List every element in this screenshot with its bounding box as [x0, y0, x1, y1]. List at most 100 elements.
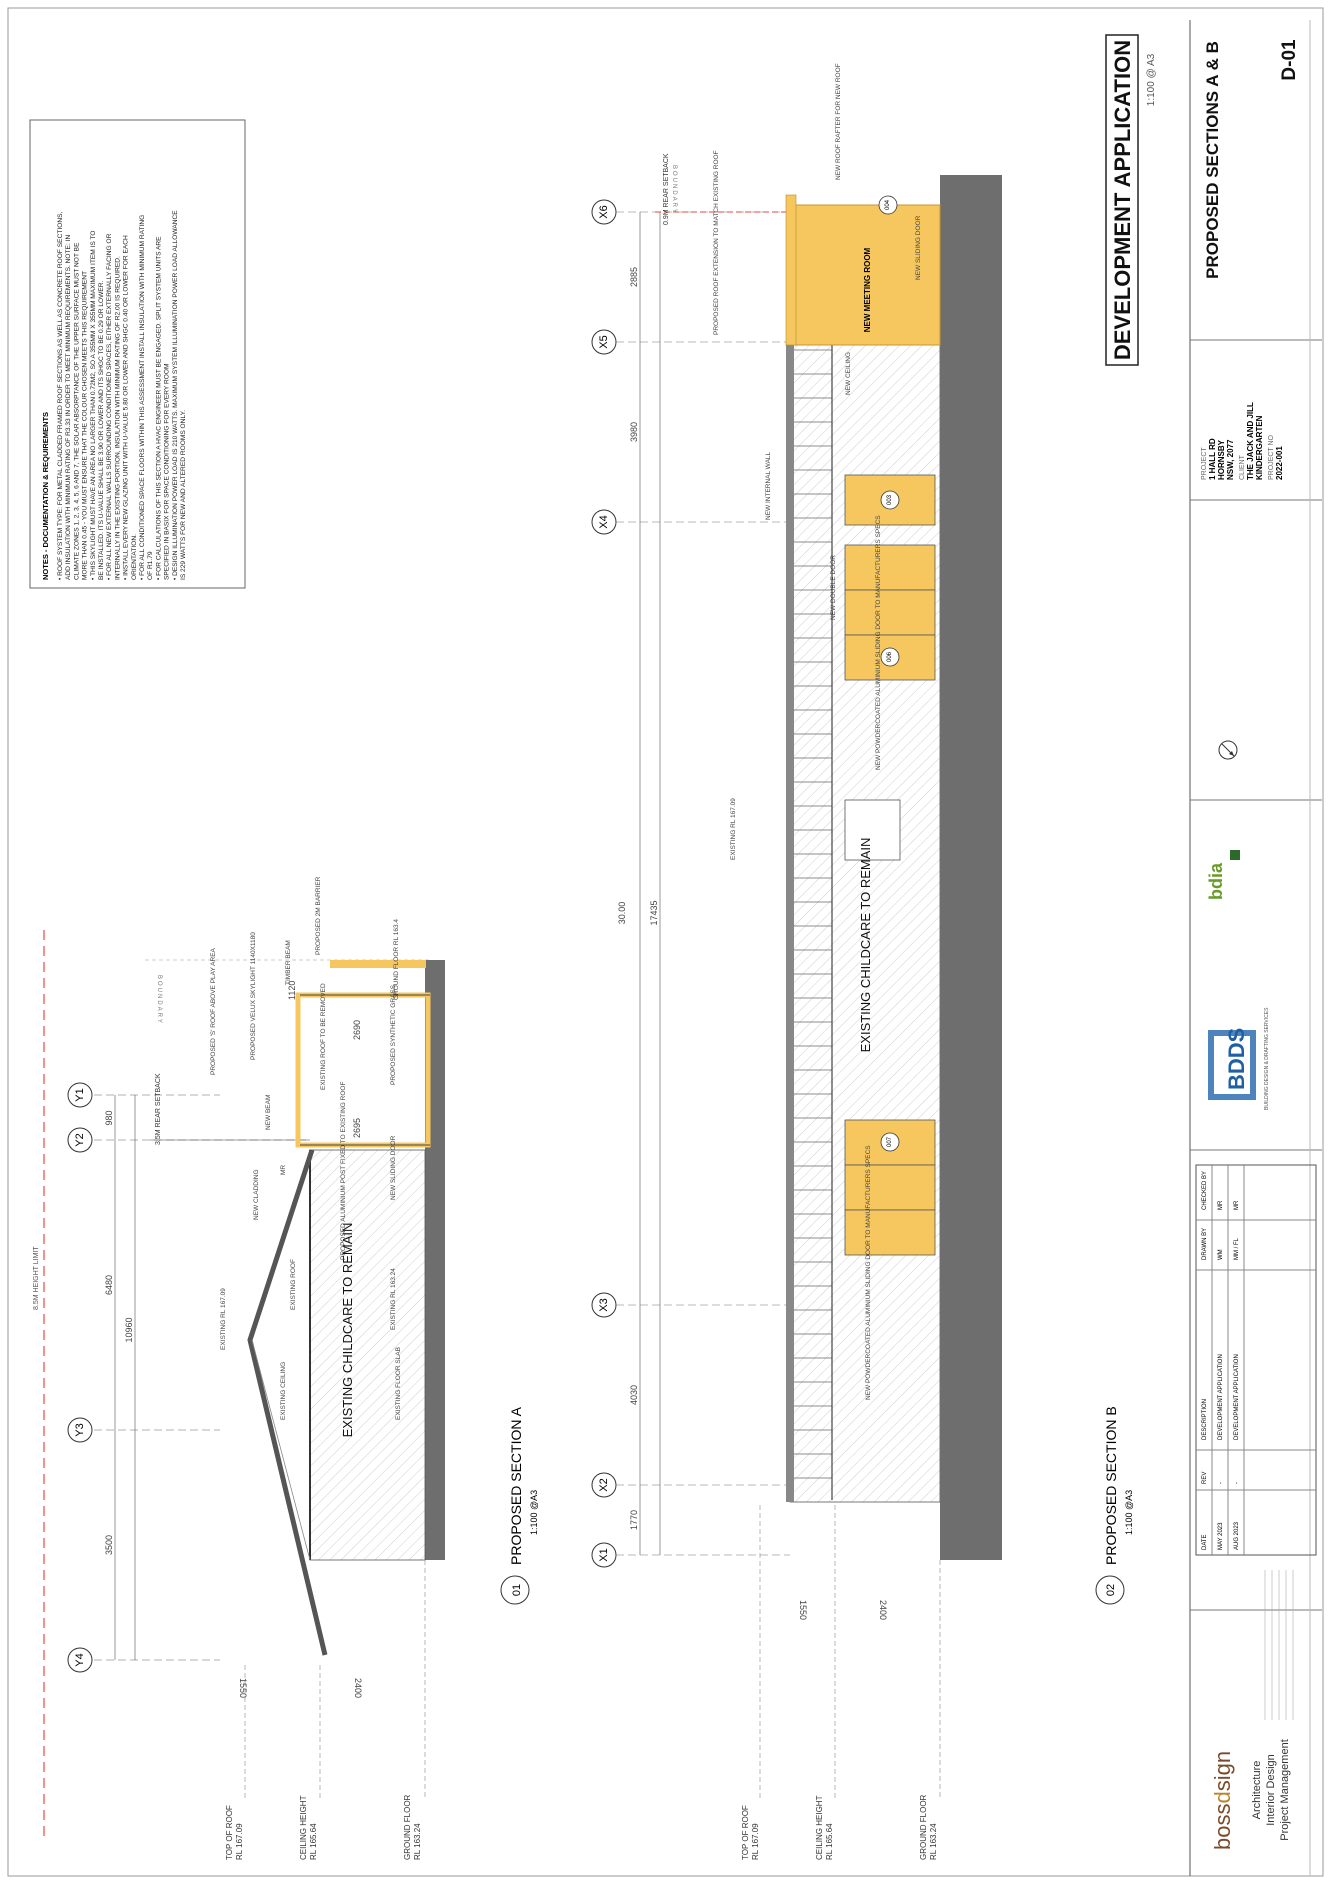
rev-row-2-drawn: MM / FL — [1234, 1237, 1240, 1260]
notes-heading: NOTES - DOCUMENTATION & REQUIREMENTS — [41, 412, 50, 580]
logo-text-boss: boss — [1210, 1804, 1235, 1850]
section-b-ground — [940, 175, 1002, 1560]
a-synthetic-grass: PROPOSED SYNTHETIC GRASS — [390, 984, 397, 1085]
a-new-sliding-door: NEW SLIDING DOOR — [390, 1135, 397, 1200]
grid-bubble-y1: Y1 — [67, 1082, 93, 1108]
notes-item-line: • INSTALL EVERY NEW GLAZING UNIT WITH U-… — [123, 233, 130, 580]
rev-header-checked: CHECKED BY — [1202, 1171, 1208, 1210]
notes-item-line: • DESIGN ILLUMINATION POWER LOAD IS 210 … — [172, 209, 179, 581]
bossdesign-logo: bossdsign — [1210, 1751, 1235, 1850]
height-limit-label: 8.5M HEIGHT LIMIT — [33, 1246, 40, 1310]
section-b-meeting-room — [789, 204, 941, 346]
a-dim-1120: 1120 — [287, 981, 297, 1000]
bdds-wordmark: BDDS — [1224, 1028, 1249, 1090]
a-new-beam: NEW BEAM — [265, 1095, 272, 1130]
drawing-number: D-01 — [1279, 39, 1300, 81]
title-block: DEVELOPMENT APPLICATION 1:100 @ A3 PROPO… — [1105, 20, 1322, 1876]
b-level-top-roof: TOP OF ROOF — [741, 1805, 750, 1860]
rev-row-2-date: AUG 2023 — [1234, 1521, 1240, 1550]
b-new-ceiling: NEW CEILING — [845, 352, 852, 395]
grid-bubble-x4: X4 — [591, 509, 617, 535]
notes-item-line: • FOR ALL CONDITIONED SPACE FLOORS WITHI… — [139, 213, 146, 580]
a-ground-floor-right: GROUND FLOOR RL 163.4 — [393, 919, 400, 1000]
grid-bubble-x3: X3 — [591, 1292, 617, 1318]
grid-label-x6: X6 — [598, 205, 610, 218]
b-door-spec-mid: NEW POWDERCOATED ALUMINIUM SLIDING DOOR … — [875, 515, 882, 770]
door-tag-006: 006 — [887, 651, 893, 662]
bdds-subtitle: BUILDING DESIGN & DRAFTING SERVICES — [1264, 1007, 1270, 1110]
b-dim-3980: 3980 — [629, 422, 639, 442]
a-existing-rl: EXISTING RL 167.09 — [220, 1288, 227, 1350]
notes-item-line: CLIMATE ZONES 1, 2, 3, 4, 5, 6 AND 7, TH… — [73, 241, 80, 580]
a-level-ceiling: CEILING HEIGHT — [299, 1795, 308, 1860]
stamp-frame — [1105, 34, 1139, 366]
a-level-ground: GROUND FLOOR — [403, 1794, 412, 1860]
project-address-3: NSW, 2077 — [1226, 439, 1235, 480]
logo-text-sign: sign — [1210, 1751, 1235, 1791]
service-pm: Project Management — [1279, 1739, 1291, 1841]
client-line-2: KINDERGARTEN — [1255, 415, 1264, 480]
section-b-scale: 1:100 @A3 — [1124, 1490, 1134, 1535]
rev-row-1-drawn: WM — [1218, 1249, 1224, 1260]
a-existing-ceiling: EXISTING CEILING — [280, 1362, 287, 1420]
b-setback: 0.9M REAR SETBACK — [663, 153, 670, 225]
b-level-top-roof-rl: RL 167.09 — [751, 1823, 760, 1860]
grid-label-x4: X4 — [598, 515, 610, 528]
notes-item-line: MORE THAN 0.45 - YOU MUST ENSURE THAT TH… — [82, 269, 89, 580]
notes-item-line: ORIENTATION. — [131, 532, 138, 580]
dim-3500: 3500 — [104, 1535, 114, 1555]
rev-row-1-date: MAY 2023 — [1218, 1522, 1224, 1550]
section-a-roof — [247, 1149, 328, 1656]
b-roof-extension: PROPOSED ROOF EXTENSION TO MATCH EXISTIN… — [713, 150, 720, 335]
section-a-title: PROPOSED SECTION A — [508, 1406, 524, 1565]
a-shade-roof: PROPOSED 'S' ROOF ABOVE PLAY AREA — [210, 947, 217, 1075]
b-new-rafter: NEW ROOF RAFTER FOR NEW ROOF — [835, 63, 842, 180]
door-tag-004: 004 — [885, 199, 891, 210]
a-dim-2695: 2695 — [352, 1118, 362, 1138]
notes-item-line: ADD INSULATION WITH MINIMUM RATING OF R3… — [65, 233, 72, 580]
notes-item-line: BE INSTALLED. ITS U-VALUE SHALL BE 3.90 … — [98, 279, 105, 580]
section-a-boundary: BOUNDARY — [156, 975, 162, 1025]
b-dim-2400: 2400 — [878, 1600, 888, 1620]
b-boundary: BOUNDARY — [671, 165, 677, 215]
dim-980: 980 — [104, 1110, 114, 1125]
a-dim-2690: 2690 — [352, 1020, 362, 1040]
b-dim-17435: 17435 — [649, 900, 659, 925]
grid-bubble-x1: X1 — [591, 1542, 617, 1568]
grid-label-x2: X2 — [598, 1478, 610, 1491]
service-interior: Interior Design — [1265, 1754, 1277, 1826]
section-b-title: PROPOSED SECTION B — [1103, 1406, 1119, 1565]
b-dim-1550: 1550 — [798, 1600, 808, 1620]
notes-item-line: • FOR ALL NEW EXTERNAL WALLS SURROUNDING… — [106, 232, 113, 580]
grid-label-y4: Y4 — [74, 1653, 86, 1666]
notes-box: NOTES - DOCUMENTATION & REQUIREMENTS • R… — [29, 119, 246, 589]
grid-bubble-y4: Y4 — [67, 1647, 93, 1673]
grid-label-x1: X1 — [598, 1548, 610, 1561]
b-dim-4030: 4030 — [629, 1385, 639, 1405]
rev-header-drawn: DRAWN BY — [1202, 1228, 1208, 1260]
b-dim-30: 30.00 — [617, 902, 627, 925]
bdia-logo: bdia — [1206, 850, 1240, 900]
grid-label-y3: Y3 — [74, 1423, 86, 1436]
project-no-label: PROJECT NO — [1268, 434, 1275, 480]
bdia-wordmark: bdia — [1206, 862, 1226, 900]
section-b-number-bubble — [1095, 1575, 1125, 1605]
section-a-building — [309, 1149, 426, 1561]
section-b-number: 02 — [1105, 1584, 1117, 1596]
door-tag-007: 007 — [887, 1136, 893, 1147]
b-level-ground-rl: RL 163.24 — [929, 1823, 938, 1860]
rev-row-1-checked: MR — [1218, 1200, 1224, 1210]
b-dim-1770: 1770 — [629, 1510, 639, 1530]
grid-bubble-x5: X5 — [591, 329, 617, 355]
rev-header-desc: DESCRIPTION — [1202, 1399, 1208, 1440]
b-existing-rl: EXISTING RL 167.09 — [730, 798, 737, 860]
sheet-border — [7, 7, 1324, 1877]
notes-item-line: IS 229 WATTS FOR NEW AND ALTERED ROOMS O… — [180, 410, 187, 580]
notes-body: • ROOF SYSTEM TYPE: FOR METAL CLADDED FR… — [57, 209, 187, 581]
grid-bubble-y2: Y2 — [67, 1127, 93, 1153]
a-velux: PROPOSED VELUX SKYLIGHT 1140X1180 — [250, 932, 257, 1060]
rev-row-2-rev: - — [1234, 1482, 1240, 1484]
stamp-scale: 1:100 @ A3 — [1146, 53, 1157, 106]
grid-label-x5: X5 — [598, 335, 610, 348]
